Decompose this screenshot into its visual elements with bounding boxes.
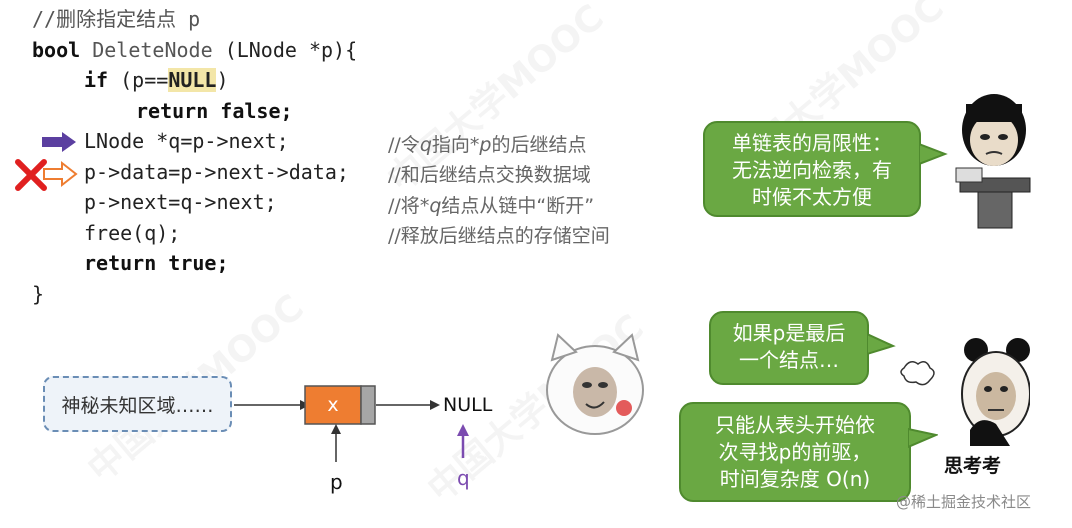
cross-icon xyxy=(15,159,78,191)
code-line-if: if (p==NULL) xyxy=(84,68,229,92)
code-line-swap-data: p->data=p->next->data; xyxy=(84,160,349,184)
comment-line-2: //和后继结点交换数据域 xyxy=(388,164,591,186)
credit-text: @稀土掘金技术社区 xyxy=(896,493,1032,511)
bubble-tail xyxy=(919,142,948,166)
code-title: //删除指定结点 p xyxy=(32,7,201,31)
comment-line-1: //令q指向*p的后继结点 xyxy=(388,134,587,156)
bubble-complexity: 只能从表头开始依 次寻找p的前驱， 时间复杂度 O(n) xyxy=(679,402,911,502)
code-line-free: free(q); xyxy=(84,221,181,245)
cat-meme-icon xyxy=(546,333,644,435)
pointer-p-label: p xyxy=(330,470,343,494)
code-line-close-brace: } xyxy=(32,282,45,306)
bubble-limitation: 单链表的局限性： 无法逆向检索，有 时候不太方便 xyxy=(703,121,921,217)
node-data-field xyxy=(304,385,362,425)
node-value: x xyxy=(327,394,339,416)
mystery-region-box: 神秘未知区域…… xyxy=(43,376,232,432)
current-line-arrow-icon xyxy=(42,132,76,152)
comment-line-4: //释放后继结点的存储空间 xyxy=(388,225,610,247)
code-line-return-false: return false; xyxy=(136,99,293,123)
linked-list-diagram xyxy=(234,385,469,462)
code-line-unlink: p->next=q->next; xyxy=(84,190,277,214)
null-label: NULL xyxy=(443,394,493,416)
comment-line-3: //将*q结点从链中“断开” xyxy=(388,195,595,217)
bubble-tail xyxy=(908,427,938,449)
pointer-q-label: q xyxy=(457,466,470,490)
code-line-assign-q: LNode *q=p->next; xyxy=(84,129,289,153)
node-next-field xyxy=(360,385,376,425)
meme-caption: 思考考 xyxy=(944,455,1002,477)
code-line-signature: bool DeleteNode (LNode *p){ xyxy=(32,38,358,62)
lecturer-meme-icon xyxy=(955,94,1031,229)
panda-thinking-icon xyxy=(900,338,1030,446)
bubble-tail xyxy=(867,332,896,356)
bubble-last-node: 如果p是最后 一个结点… xyxy=(709,311,869,385)
code-line-return-true: return true; xyxy=(84,251,229,275)
